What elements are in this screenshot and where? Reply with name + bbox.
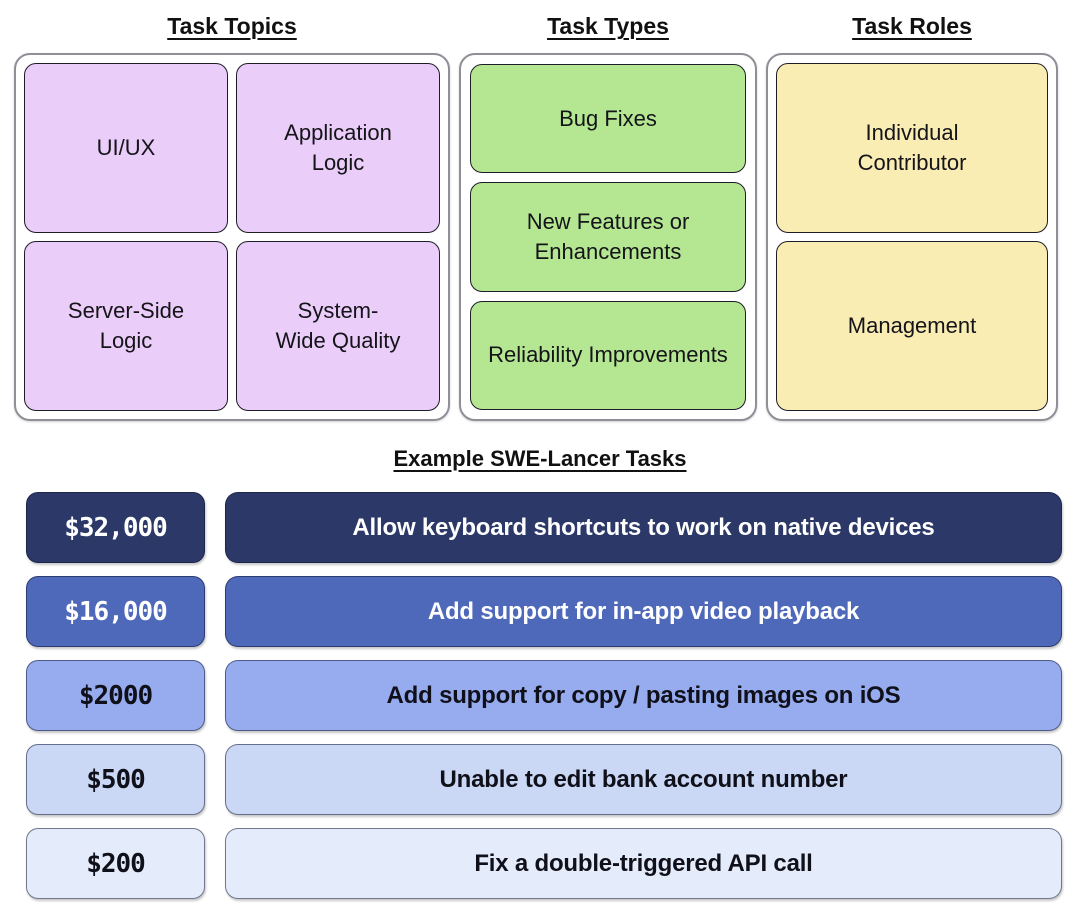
example-row: $16,000 Add support for in-app video pla…	[26, 576, 1062, 647]
price-badge: $200	[26, 828, 205, 899]
topic-box: Application Logic	[236, 63, 440, 233]
topic-label: UI/UX	[96, 135, 156, 161]
price-badge: $500	[26, 744, 205, 815]
task-roles-panel: Individual Contributor Management	[766, 53, 1058, 421]
example-row: $32,000 Allow keyboard shortcuts to work…	[26, 492, 1062, 563]
role-box: Management	[776, 241, 1048, 411]
section-title-task-roles: Task Roles	[766, 13, 1058, 39]
type-label: Bug Fixes	[559, 105, 657, 131]
example-task-list: $32,000 Allow keyboard shortcuts to work…	[0, 492, 1080, 899]
price-badge: $32,000	[26, 492, 205, 563]
example-row: $500 Unable to edit bank account number	[26, 744, 1062, 815]
topic-label: Server-Side Logic	[67, 298, 185, 353]
example-row: $2000 Add support for copy / pasting ima…	[26, 660, 1062, 731]
role-label: Individual Contributor	[857, 120, 967, 175]
section-task-roles: Task Roles Individual Contributor Manage…	[766, 13, 1058, 421]
price-badge: $2000	[26, 660, 205, 731]
examples-section-title: Example SWE-Lancer Tasks	[0, 446, 1080, 472]
price-badge: $16,000	[26, 576, 205, 647]
role-label: Management	[847, 313, 977, 339]
section-task-types: Task Types Bug Fixes New Features or Enh…	[459, 13, 757, 421]
topic-label: System-Wide Quality	[275, 298, 401, 353]
topic-box: System-Wide Quality	[236, 241, 440, 411]
example-row: $200 Fix a double-triggered API call	[26, 828, 1062, 899]
role-box: Individual Contributor	[776, 63, 1048, 233]
type-label: Reliability Improvements	[488, 342, 728, 368]
task-topics-panel: UI/UX Application Logic Server-Side Logi…	[14, 53, 450, 421]
task-description: Add support for in-app video playback	[225, 576, 1062, 647]
examples-title-text: Example SWE-Lancer Tasks	[393, 446, 687, 471]
section-task-topics: Task Topics UI/UX Application Logic Serv…	[14, 13, 450, 421]
topic-box: Server-Side Logic	[24, 241, 228, 411]
task-description: Fix a double-triggered API call	[225, 828, 1062, 899]
section-title-text: Task Types	[547, 13, 669, 39]
topic-label: Application Logic	[284, 120, 392, 175]
task-types-panel: Bug Fixes New Features or Enhancements R…	[459, 53, 757, 421]
section-title-text: Task Roles	[852, 13, 972, 39]
section-title-task-topics: Task Topics	[14, 13, 450, 39]
task-description: Unable to edit bank account number	[225, 744, 1062, 815]
category-sections: Task Topics UI/UX Application Logic Serv…	[0, 0, 1080, 421]
task-description: Allow keyboard shortcuts to work on nati…	[225, 492, 1062, 563]
section-title-text: Task Topics	[167, 13, 297, 39]
task-description: Add support for copy / pasting images on…	[225, 660, 1062, 731]
topic-box: UI/UX	[24, 63, 228, 233]
section-title-task-types: Task Types	[459, 13, 757, 39]
type-box: Bug Fixes	[470, 64, 746, 174]
type-box: Reliability Improvements	[470, 300, 746, 410]
type-box: New Features or Enhancements	[470, 182, 746, 292]
type-label: New Features or Enhancements	[526, 209, 690, 264]
